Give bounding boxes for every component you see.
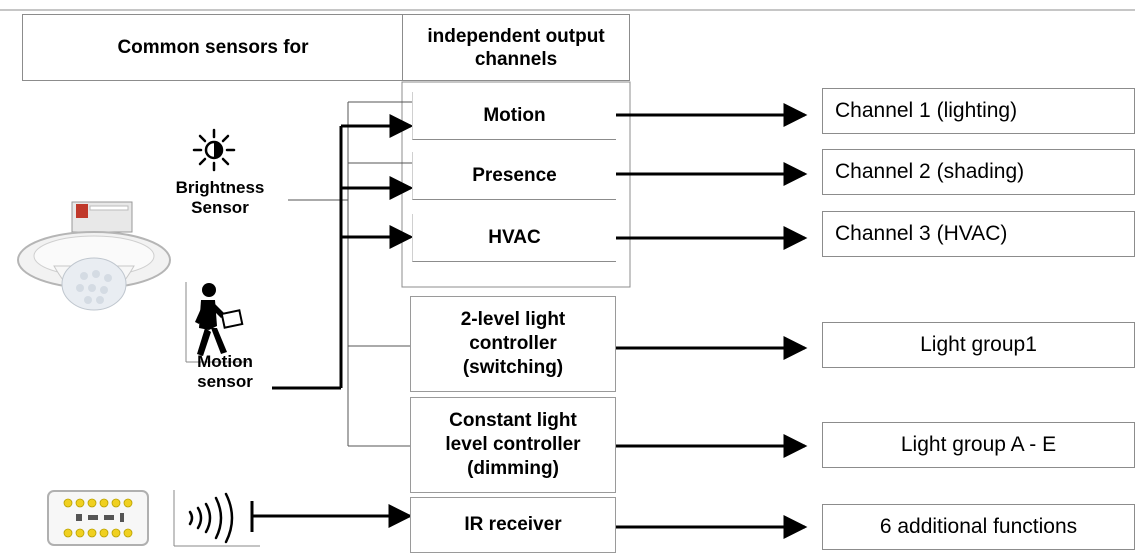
- ir-signal-path: [250, 501, 413, 532]
- output-additional-functions-label: 6 additional functions: [879, 515, 1078, 538]
- function-ir-label: IR receiver: [464, 514, 562, 535]
- header-common-sensors: Common sensors for: [22, 14, 404, 81]
- header-common-text: Common sensors for: [117, 37, 309, 58]
- ir-remote-control-image: [47, 490, 149, 546]
- motion-label-line1: Motion: [197, 352, 253, 371]
- function-presence-label: Presence: [472, 164, 557, 186]
- motion-label-line2: sensor: [197, 372, 253, 391]
- function-constant-label: Constant light level controller (dimming…: [445, 410, 581, 479]
- brightness-sun-icon: [192, 128, 236, 172]
- brightness-label-line1: Brightness: [175, 178, 265, 197]
- brightness-sensor-label: Brightness Sensor: [160, 178, 280, 218]
- output-channel-3-label: Channel 3 (HVAC): [835, 222, 1008, 245]
- output-light-group-a-e: Light group A - E: [822, 422, 1135, 468]
- function-hvac-label: HVAC: [488, 226, 541, 248]
- output-channel-1-label: Channel 1 (lighting): [835, 99, 1018, 122]
- walking-person-icon: [185, 282, 248, 363]
- output-additional-functions: 6 additional functions: [822, 504, 1135, 550]
- function-two-level-label: 2-level light controller (switching): [460, 309, 566, 378]
- output-channel-2: Channel 2 (shading): [822, 149, 1135, 195]
- header-independent-channels: independent output channels: [402, 14, 630, 81]
- function-hvac: HVAC: [412, 214, 616, 262]
- function-ir-receiver: IR receiver: [410, 497, 616, 553]
- output-light-group-1: Light group1: [822, 322, 1135, 368]
- output-light-group-a-e-label: Light group A - E: [900, 433, 1057, 456]
- header-independent-text: independent output channels: [427, 25, 605, 70]
- output-channel-3: Channel 3 (HVAC): [822, 211, 1135, 257]
- brightness-label-line2: Sensor: [191, 198, 249, 217]
- output-channel-1: Channel 1 (lighting): [822, 88, 1135, 134]
- function-presence: Presence: [412, 152, 616, 200]
- ceiling-sensor-device-image: [17, 201, 171, 311]
- motion-sensor-label: Motion sensor: [170, 352, 280, 392]
- output-light-group-1-label: Light group1: [920, 333, 1037, 356]
- function-motion: Motion: [412, 92, 616, 140]
- ir-waves-icon: [173, 490, 260, 547]
- output-channel-2-label: Channel 2 (shading): [835, 160, 1025, 183]
- function-constant-light-controller: Constant light level controller (dimming…: [410, 397, 616, 493]
- brightness-bus: [288, 101, 412, 447]
- motion-bus: [272, 126, 343, 390]
- function-motion-label: Motion: [483, 104, 546, 126]
- function-two-level-controller: 2-level light controller (switching): [410, 296, 616, 392]
